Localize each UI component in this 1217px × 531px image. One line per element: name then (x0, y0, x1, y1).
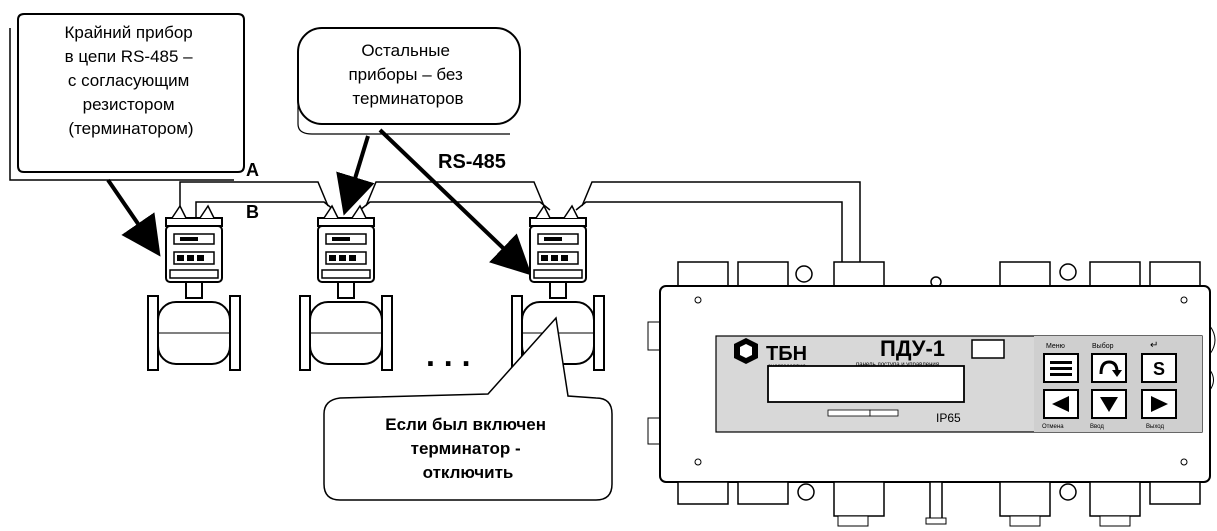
key-label-enter: ↵ (1150, 340, 1158, 351)
ip-rating: IP65 (936, 411, 961, 425)
bus-name-label: RS-485 (438, 151, 506, 173)
other-devices-line-2: приборы – без (348, 65, 463, 84)
down-arrow-icon (1100, 397, 1118, 412)
other-devices-callout: Остальные приборы – без терминаторов (297, 27, 521, 135)
end-device-arrow (106, 178, 161, 257)
disable-terminator-line-1: Если был включен (385, 415, 546, 434)
left-key[interactable] (1043, 389, 1079, 419)
other-devices-arrow-2 (378, 128, 532, 276)
other-devices-line-3: терминаторов (352, 89, 463, 108)
key-label-menu: Меню (1046, 343, 1065, 350)
end-device-line-1: Крайний прибор (65, 23, 193, 42)
left-arrow-icon (1052, 396, 1069, 412)
key-label-select: Выбор (1092, 342, 1114, 350)
end-device-line-2: в цепи RS-485 – (65, 47, 194, 66)
line-a-label: A (246, 160, 259, 180)
other-devices-line-1: Остальные (361, 41, 450, 60)
down-key[interactable] (1091, 389, 1127, 419)
flowmeter-2 (299, 205, 393, 371)
svg-text:Остальные приборы – без: Остальные приборы – без терминаторов (348, 41, 467, 108)
end-device-line-4: резистором (83, 95, 175, 114)
model-sub: панель доступа и управления (856, 362, 939, 368)
right-arrow-icon (1151, 396, 1168, 412)
bottom-label-cancel: Отмена (1042, 424, 1064, 430)
rs485-bus (179, 181, 861, 262)
disable-terminator-callout: Если был включен терминатор - отключить (323, 316, 613, 501)
flowmeter-1 (147, 205, 241, 371)
panel-display (767, 365, 965, 403)
end-device-text: Крайний прибор в цепи RS-485 – с согласу… (65, 23, 198, 138)
other-devices-arrow-1 (336, 135, 375, 216)
s-key[interactable]: S (1141, 353, 1177, 383)
s-key-label: S (1153, 359, 1165, 379)
select-key[interactable] (1091, 353, 1127, 383)
panel-indicator (971, 339, 1005, 359)
end-device-line-3: с согласующим (68, 71, 190, 90)
end-device-callout: Крайний прибор в цепи RS-485 – с согласу… (9, 13, 245, 181)
menu-key[interactable] (1043, 353, 1079, 383)
right-key[interactable] (1141, 389, 1177, 419)
brand-name: ТБН (766, 343, 807, 365)
bottom-label-exit: Выход (1146, 424, 1164, 430)
svg-text:Если был включен термина: Если был включен терминатор - отключить (385, 415, 550, 482)
line-b-label: B (246, 202, 259, 222)
end-device-line-5: (терминатором) (68, 119, 193, 138)
bottom-label-enter: Ввод (1090, 424, 1104, 430)
control-panel-pdu1: ТБН энергосервис ПДУ-1 панель доступа и … (647, 261, 1216, 527)
disable-terminator-line-2: терминатор - (411, 439, 521, 458)
ellipsis: . . . (426, 337, 470, 373)
disable-terminator-line-3: отключить (423, 463, 514, 482)
model-name: ПДУ-1 (880, 336, 945, 361)
